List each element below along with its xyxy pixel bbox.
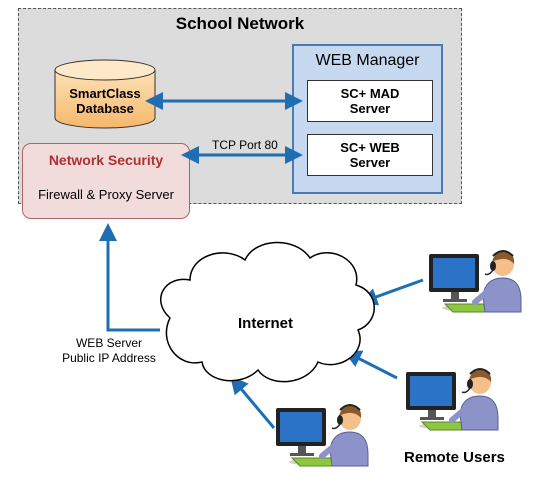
- internet-cloud-icon: [160, 241, 375, 383]
- remote-user-1-icon: [429, 251, 521, 312]
- remote-user-2-icon: [406, 369, 498, 430]
- network-security-title: Network Security: [48, 152, 164, 168]
- tcp-port-label: TCP Port 80: [212, 138, 278, 152]
- web-server-box: SC+ WEB Server: [307, 134, 433, 176]
- database-label: SmartClass Database: [69, 86, 141, 116]
- public-ip-label: WEB Server Public IP Address: [62, 336, 156, 365]
- mad-server-box: SC+ MAD Server: [307, 80, 433, 122]
- public-ip-arrow: [99, 223, 160, 332]
- remote-user-3-icon: [276, 405, 368, 466]
- remote-users-label: Remote Users: [404, 449, 505, 466]
- network-security-subtitle: Firewall & Proxy Server: [38, 187, 174, 202]
- network-security-box: [22, 143, 190, 219]
- web-manager-title: WEB Manager: [315, 52, 420, 69]
- internet-label: Internet: [238, 315, 294, 332]
- remote-user-3-arrow: [230, 375, 276, 429]
- school-network-title: School Network: [175, 14, 305, 33]
- remote-user-2-arrow: [343, 350, 398, 380]
- database-icon: [54, 59, 156, 129]
